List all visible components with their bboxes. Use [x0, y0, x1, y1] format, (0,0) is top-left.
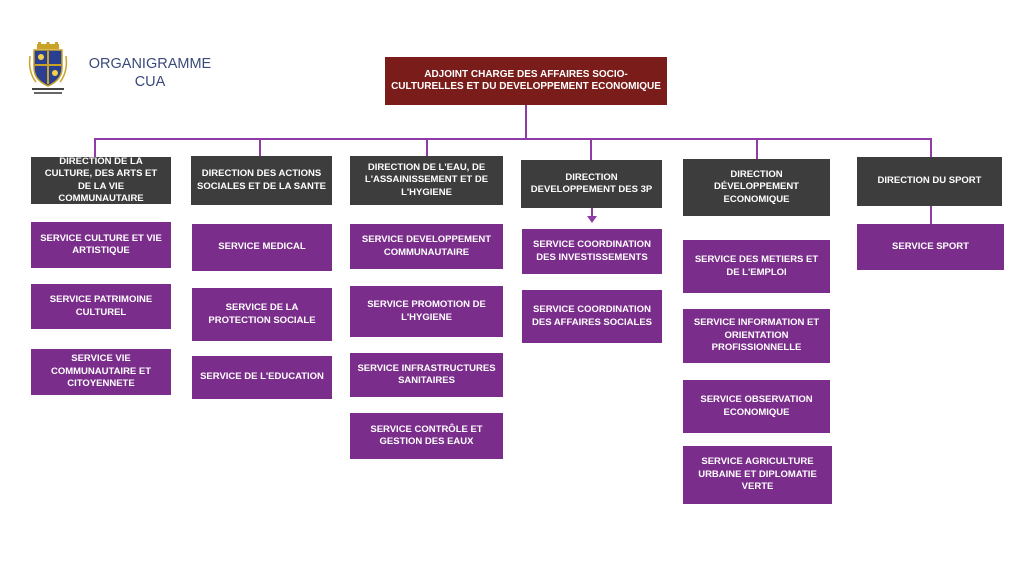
service-controle-gestion-eaux: SERVICE CONTRÔLE ET GESTION DES EAUX [350, 413, 503, 459]
connector-drop-2 [259, 138, 261, 156]
service-sport: SERVICE SPORT [857, 224, 1004, 270]
connector-top-vertical [525, 105, 527, 139]
chart-title-line-2: CUA [134, 74, 166, 90]
coat-of-arms-logo [28, 42, 68, 94]
service-developpement-communautaire: SERVICE DEVELOPPEMENT COMMUNAUTAIRE [350, 224, 503, 269]
direction-sport: DIRECTION DU SPORT [857, 157, 1002, 206]
service-medical: SERVICE MEDICAL [192, 224, 332, 271]
service-information-orientation: SERVICE INFORMATION ET ORIENTATION PROFI… [683, 309, 830, 363]
service-coordination-investissements: SERVICE COORDINATION DES INVESTISSEMENTS [522, 229, 662, 274]
service-infrastructures-sanitaires: SERVICE INFRASTRUCTURES SANITAIRES [350, 353, 503, 397]
arrow-down-icon [587, 216, 597, 223]
service-vie-communautaire: SERVICE VIE COMMUNAUTAIRE ET CITOYENNETE [31, 349, 171, 395]
direction-culture: DIRECTION DE LA CULTURE, DES ARTS ET DE … [31, 156, 171, 204]
connector-drop-6 [930, 138, 932, 157]
connector-drop-4 [590, 138, 592, 160]
connector-drop-1 [94, 138, 96, 157]
adjoint-box: ADJOINT CHARGE DES AFFAIRES SOCIO-CULTUR… [385, 57, 667, 105]
connector-sport-service [930, 206, 932, 224]
direction-3p: DIRECTION DEVELOPPEMENT DES 3P [521, 160, 662, 208]
connector-drop-3 [426, 138, 428, 156]
service-promotion-hygiene: SERVICE PROMOTION DE L'HYGIENE [350, 286, 503, 337]
service-metiers-emploi: SERVICE DES METIERS ET DE L'EMPLOI [683, 240, 830, 293]
service-protection-sociale: SERVICE DE LA PROTECTION SOCIALE [192, 288, 332, 341]
service-patrimoine-culturel: SERVICE PATRIMOINE CULTUREL [31, 284, 171, 329]
connector-horizontal [94, 138, 932, 140]
direction-developpement-economique: DIRECTION DÉVELOPPEMENT ECONOMIQUE [683, 159, 830, 216]
connector-drop-5 [756, 138, 758, 159]
service-agriculture-urbaine: SERVICE AGRICULTURE URBAINE ET DIPLOMATI… [683, 446, 832, 504]
connector-3p-arrow [591, 208, 593, 218]
direction-actions-sociales: DIRECTION DES ACTIONS SOCIALES ET DE LA … [191, 156, 332, 205]
chart-title-line-1: ORGANIGRAMME [88, 56, 212, 72]
service-coordination-affaires-sociales: SERVICE COORDINATION DES AFFAIRES SOCIAL… [522, 290, 662, 343]
service-observation-economique: SERVICE OBSERVATION ECONOMIQUE [683, 380, 830, 433]
service-education: SERVICE DE L'EDUCATION [192, 356, 332, 399]
direction-eau: DIRECTION DE L'EAU, DE L'ASSAINISSEMENT … [350, 156, 503, 205]
service-culture-vie-artistique: SERVICE CULTURE ET VIE ARTISTIQUE [31, 222, 171, 268]
chart-title: ORGANIGRAMME CUA [86, 55, 214, 91]
